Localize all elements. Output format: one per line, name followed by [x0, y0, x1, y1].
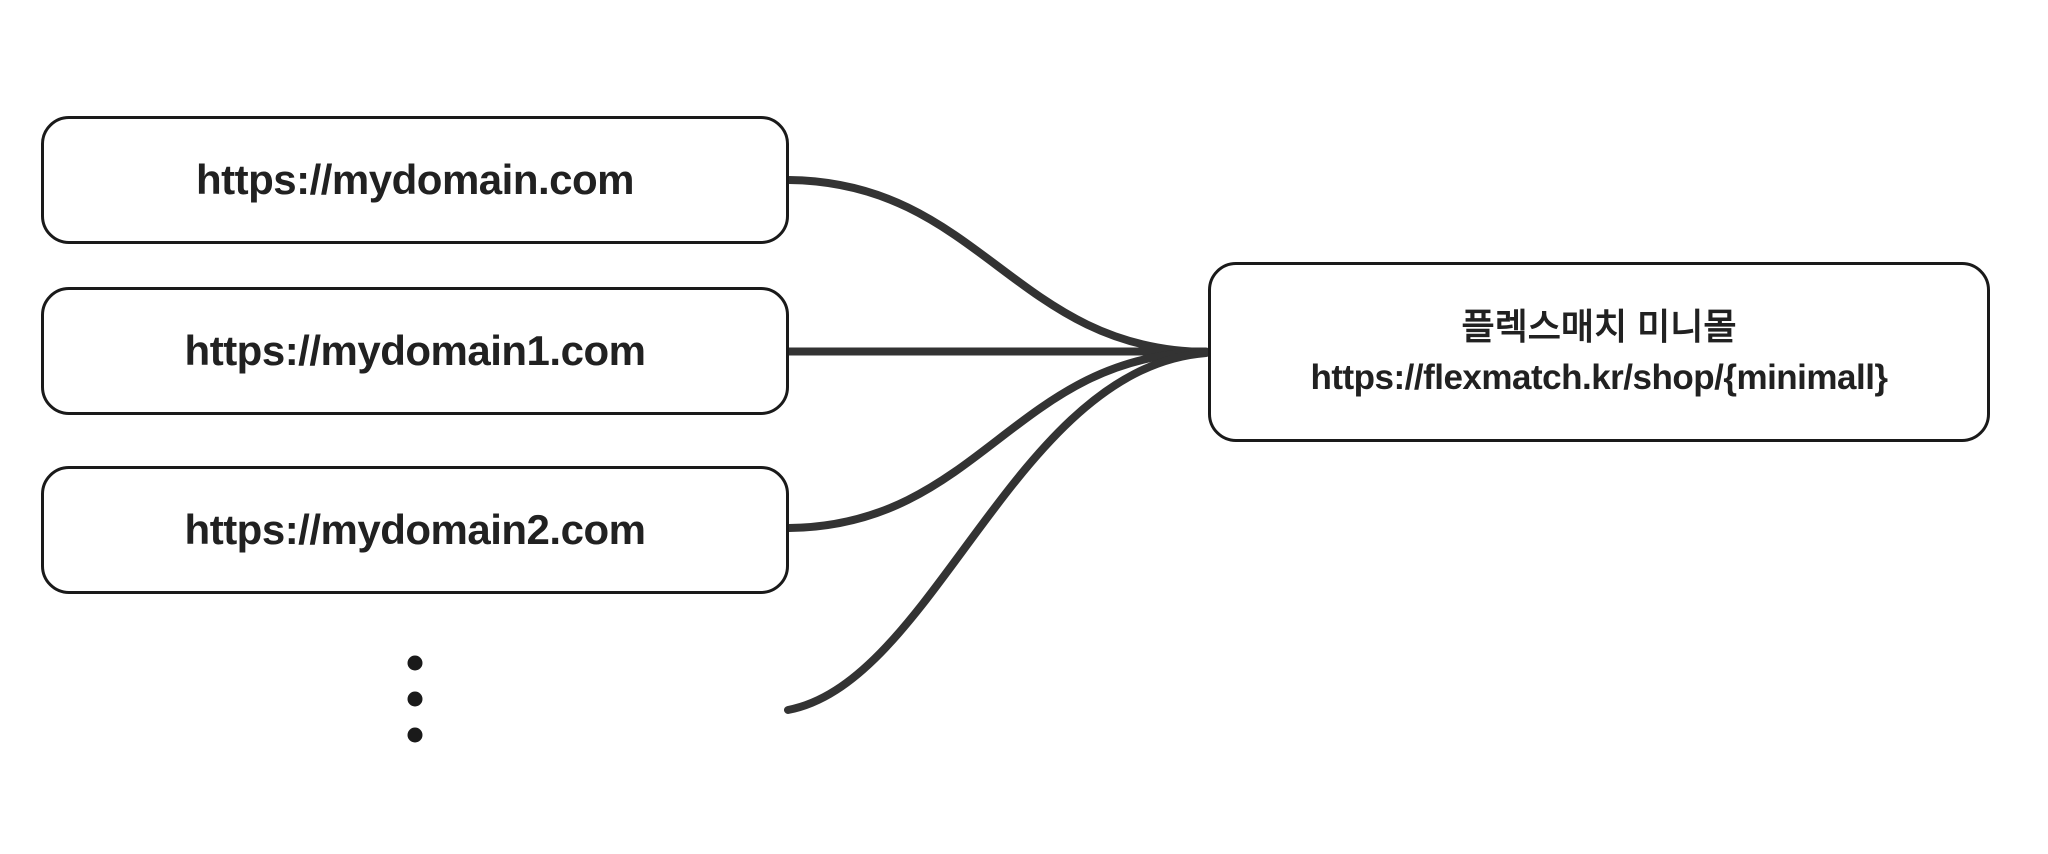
ellipsis-dot [407, 691, 423, 707]
target-minimall-title: 플렉스매치 미니몰 [1461, 306, 1737, 348]
target-minimall-url: https://flexmatch.kr/shop/{minimall} [1310, 357, 1888, 397]
source-domain-box-1: https://mydomain1.com [41, 287, 789, 415]
connector-curve-more-domains [784, 349, 1210, 714]
ellipsis-dot [407, 655, 423, 671]
source-domain-label: https://mydomain1.com [184, 327, 646, 374]
connector-curve-domain0 [785, 176, 1210, 356]
source-domain-label: https://mydomain.com [195, 156, 635, 203]
source-domain-box-2: https://mydomain2.com [41, 466, 789, 594]
source-domain-box-0: https://mydomain.com [41, 116, 789, 244]
target-minimall-box: 플렉스매치 미니몰 https://flexmatch.kr/shop/{min… [1208, 262, 1990, 442]
connector-curve-domain2 [785, 348, 1210, 532]
source-domain-label: https://mydomain2.com [184, 506, 646, 553]
ellipsis-dot [407, 727, 423, 743]
